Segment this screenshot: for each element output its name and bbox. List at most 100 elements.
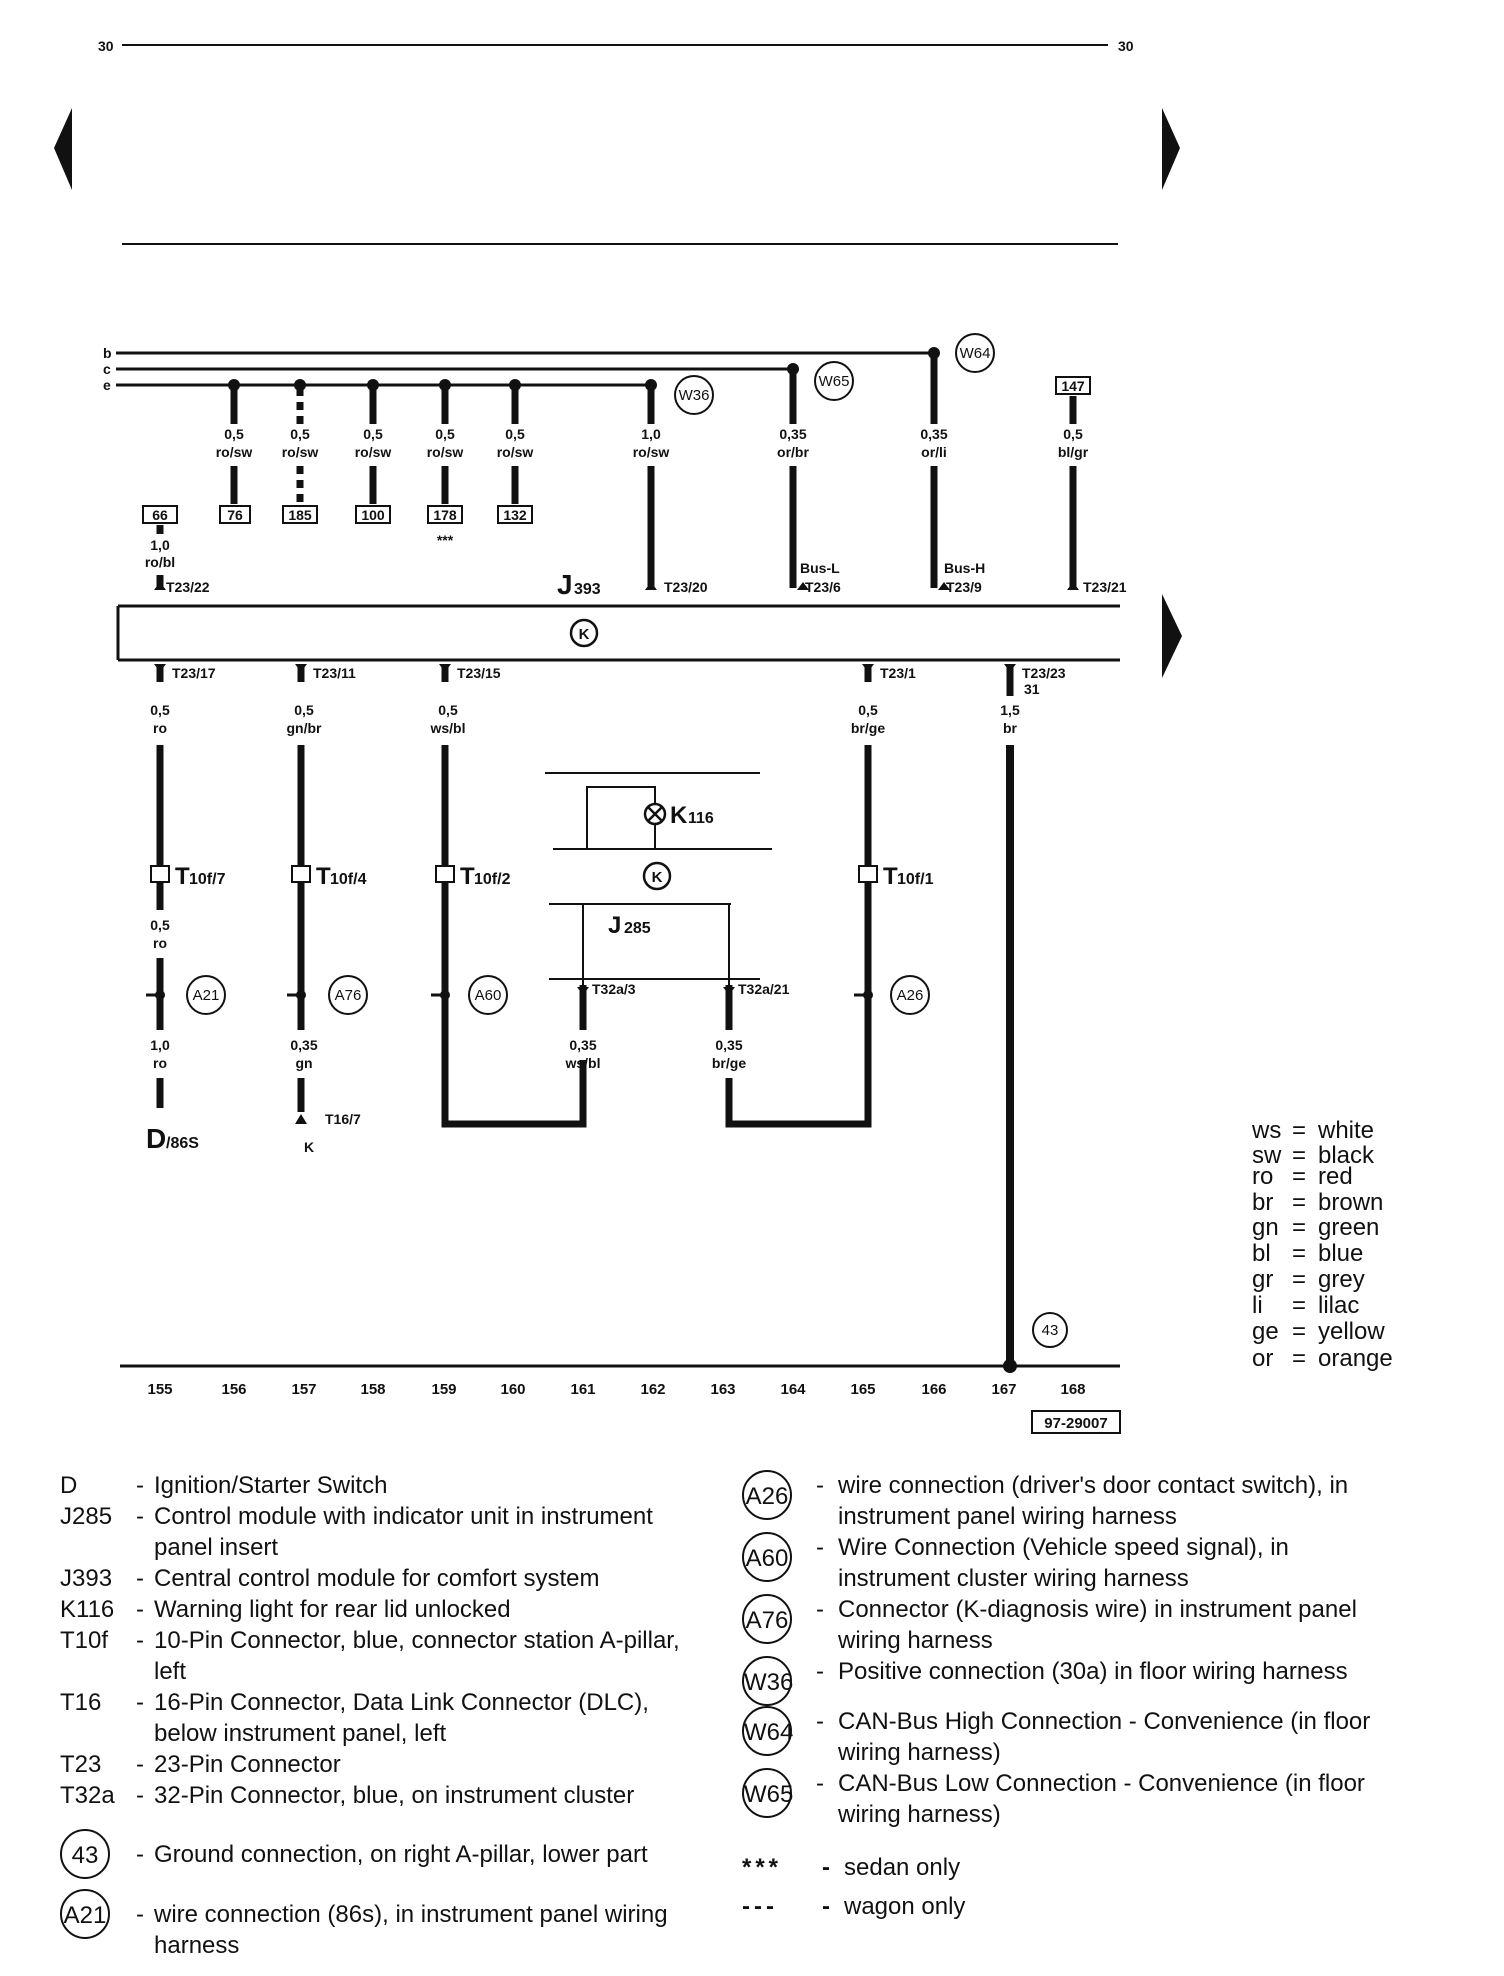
- svg-text:T16/7: T16/7: [325, 1111, 361, 1127]
- svg-text:0,5: 0,5: [224, 426, 244, 442]
- svg-text:gn: gn: [1252, 1214, 1279, 1241]
- svg-text:163: 163: [710, 1381, 735, 1398]
- svg-text:10f/2: 10f/2: [474, 871, 511, 888]
- ref-box-66: 66: [152, 507, 168, 523]
- w64-marker: W64: [955, 333, 995, 373]
- legend-symbol-sedan: ***-sedan only: [742, 1854, 961, 1881]
- svg-text:162: 162: [640, 1381, 665, 1398]
- rail-label-b: b: [103, 345, 112, 361]
- svg-text:T32a/3: T32a/3: [592, 981, 636, 997]
- svg-text:=: =: [1292, 1240, 1306, 1267]
- svg-text:165: 165: [850, 1381, 875, 1398]
- legend-item: K116-Warning light for rear lid unlocked: [60, 1596, 511, 1623]
- svg-text:T: T: [460, 863, 475, 890]
- svg-text:A76: A76: [335, 987, 362, 1004]
- rail-label-e: e: [103, 377, 111, 393]
- power-rails: b c e: [103, 345, 934, 393]
- page-number-right: 30: [1118, 38, 1134, 54]
- svg-text:W64: W64: [960, 345, 991, 362]
- svg-text:bl/gr: bl/gr: [1058, 444, 1089, 460]
- svg-text:W65: W65: [819, 373, 850, 390]
- svg-text:/86S: /86S: [166, 1135, 199, 1152]
- svg-text:160: 160: [500, 1381, 525, 1398]
- svg-text:T23/23: T23/23: [1022, 665, 1066, 681]
- svg-text:black: black: [1318, 1142, 1375, 1169]
- svg-text:blue: blue: [1318, 1240, 1363, 1267]
- svg-text:=: =: [1292, 1163, 1306, 1190]
- svg-text:0,5: 0,5: [505, 426, 525, 442]
- svg-text:161: 161: [570, 1381, 595, 1398]
- svg-text:brown: brown: [1318, 1189, 1383, 1216]
- svg-text:0,5: 0,5: [435, 426, 455, 442]
- svg-text:A26: A26: [897, 987, 924, 1004]
- svg-text:10f/1: 10f/1: [897, 871, 934, 888]
- svg-text:167: 167: [991, 1381, 1016, 1398]
- svg-text:0,5: 0,5: [363, 426, 383, 442]
- page-prev-arrow-icon[interactable]: [54, 108, 72, 190]
- legend-item-circle: A76-Connector (K-diagnosis wire) in inst…: [742, 1594, 1392, 1656]
- legend-item: T23-23-Pin Connector: [60, 1751, 341, 1778]
- rail-label-c: c: [103, 361, 111, 377]
- legend-item-circle: W36-Positive connection (30a) in floor w…: [742, 1656, 1392, 1706]
- svg-text:0,5: 0,5: [150, 917, 170, 933]
- svg-text:=: =: [1292, 1117, 1306, 1144]
- w36-marker: W36: [674, 375, 714, 415]
- svg-text:1,0: 1,0: [150, 537, 170, 553]
- lower-wires: T23/17 0,5 ro T 10f/7 0,5 ro 1,0 ro D /8…: [146, 664, 1066, 1373]
- legend-item-circle: A60-Wire Connection (Vehicle speed signa…: [742, 1532, 1392, 1594]
- svg-text:K: K: [670, 802, 688, 829]
- svg-text:W36: W36: [679, 387, 710, 404]
- page-next-arrow-icon[interactable]: [1162, 108, 1180, 190]
- svg-text:0,35: 0,35: [290, 1037, 317, 1053]
- svg-text:A60: A60: [475, 987, 502, 1004]
- svg-text:T: T: [316, 863, 331, 890]
- svg-text:grey: grey: [1318, 1266, 1365, 1293]
- svg-text:green: green: [1318, 1214, 1379, 1241]
- color-key: ws = white sw = black ro = red br = brow…: [1251, 1117, 1393, 1372]
- ref-box-178: 178: [433, 507, 457, 523]
- svg-text:ws/bl: ws/bl: [429, 720, 465, 736]
- svg-text:0,35: 0,35: [779, 426, 806, 442]
- svg-text:T23/20: T23/20: [664, 579, 708, 595]
- svg-text:ws: ws: [1251, 1117, 1281, 1144]
- svg-text:0,5: 0,5: [290, 426, 310, 442]
- w65-marker: W65: [814, 361, 854, 401]
- j285-k116-cluster: K 116 K J 285: [545, 772, 772, 985]
- svg-text:T23/9: T23/9: [946, 579, 982, 595]
- svg-text:43: 43: [1042, 1322, 1059, 1339]
- drawing-ref-box: [1031, 1410, 1121, 1434]
- legend-right: A26-wire connection (driver's door conta…: [742, 1470, 1392, 1922]
- svg-text:ro/sw: ro/sw: [216, 444, 253, 460]
- svg-text:ge: ge: [1252, 1318, 1279, 1345]
- svg-text:116: 116: [688, 810, 714, 827]
- a21-marker: A21: [186, 975, 226, 1015]
- svg-text:br/ge: br/ge: [712, 1055, 746, 1071]
- svg-text:=: =: [1292, 1345, 1306, 1372]
- svg-text:K: K: [652, 869, 663, 886]
- legend-item-circle: A26-wire connection (driver's door conta…: [742, 1470, 1392, 1532]
- svg-text:T23/21: T23/21: [1083, 579, 1127, 595]
- svg-text:159: 159: [431, 1381, 456, 1398]
- svg-text:br: br: [1252, 1189, 1273, 1216]
- svg-text:ro/sw: ro/sw: [497, 444, 534, 460]
- svg-text:1,0: 1,0: [150, 1037, 170, 1053]
- page-number-left: 30: [98, 38, 114, 54]
- j393-module: J 393 K: [116, 569, 1120, 662]
- svg-text:T23/17: T23/17: [172, 665, 216, 681]
- a76-marker: A76: [328, 975, 368, 1015]
- svg-text:gn: gn: [295, 1055, 312, 1071]
- svg-text:D: D: [146, 1123, 166, 1154]
- continue-arrow-icon[interactable]: [1162, 594, 1182, 678]
- ref-box-100: 100: [361, 507, 385, 523]
- svg-text:31: 31: [1024, 681, 1040, 697]
- svg-text:1,5: 1,5: [1000, 702, 1020, 718]
- svg-text:=: =: [1292, 1142, 1306, 1169]
- svg-text:J: J: [608, 912, 621, 939]
- svg-text:ro: ro: [153, 935, 167, 951]
- svg-text:0,5: 0,5: [858, 702, 878, 718]
- svg-text:156: 156: [221, 1381, 246, 1398]
- svg-text:10f/4: 10f/4: [330, 871, 367, 888]
- svg-text:285: 285: [624, 920, 651, 937]
- ground-43-marker: 43: [1032, 1312, 1068, 1348]
